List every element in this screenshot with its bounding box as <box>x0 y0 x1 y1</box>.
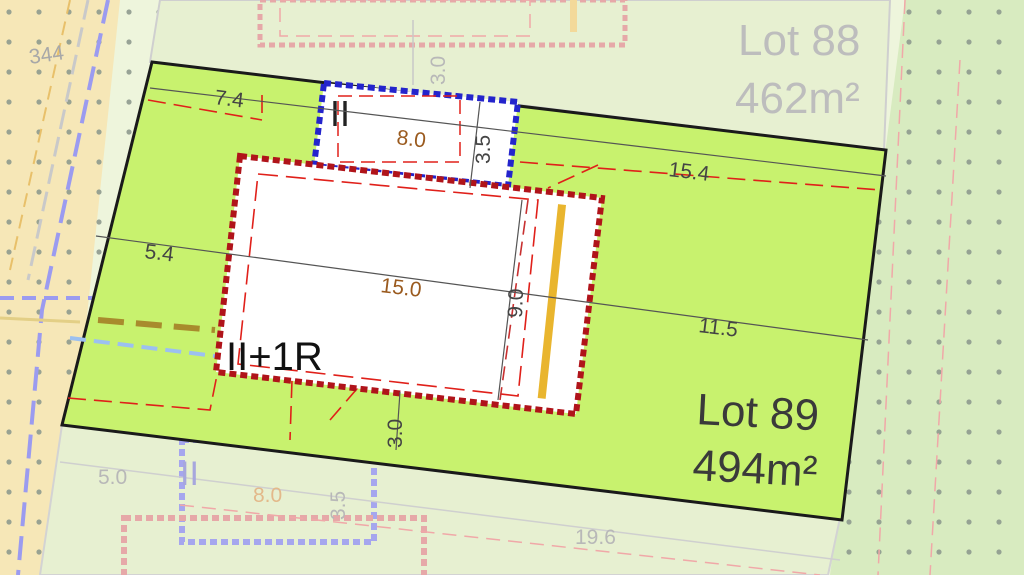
dim-side-gap: 3.0 <box>384 419 407 448</box>
lot-89-name: Lot 89 <box>695 385 820 440</box>
dim-front-setback: 7.4 <box>213 86 245 112</box>
dim-house-length: 15.0 <box>379 274 422 302</box>
lot-89[interactable]: II II+1R 7.4 8.0 3.5 15.4 5.4 15.0 9.0 1… <box>60 60 888 522</box>
main-house-label: II+1R <box>226 335 323 379</box>
neighbor-front-dim: 5.0 <box>98 466 127 489</box>
dimension-lines <box>95 87 887 451</box>
street-number: 344 <box>27 41 65 69</box>
road-boundary-line <box>16 0 110 575</box>
dim-rear: 11.5 <box>697 314 739 342</box>
lot-88-area: 462m² <box>735 74 860 123</box>
dim-house-width: 9.0 <box>504 288 528 318</box>
neighbor-garage-depth-dim: 3.5 <box>327 491 350 520</box>
main-house-footprint[interactable]: II+1R <box>212 152 606 418</box>
neighbor-garage-width-dim: 8.0 <box>253 484 282 507</box>
dim-garage-depth: 3.5 <box>472 135 495 164</box>
dim-garage-width: 8.0 <box>395 126 427 152</box>
garage-label: II <box>330 93 350 134</box>
setback-line <box>147 95 881 191</box>
lot-89-area: 494m² <box>691 441 818 496</box>
neighbor-depth-label: 3.0 <box>427 56 450 85</box>
neighbor-garage-label: II <box>180 455 199 493</box>
dim-side-setback: 5.4 <box>143 240 175 266</box>
neighbor-rear-dim: 19.6 <box>575 526 616 549</box>
dim-rear-top: 15.4 <box>667 158 711 186</box>
lot-88-name: Lot 88 <box>738 16 860 65</box>
